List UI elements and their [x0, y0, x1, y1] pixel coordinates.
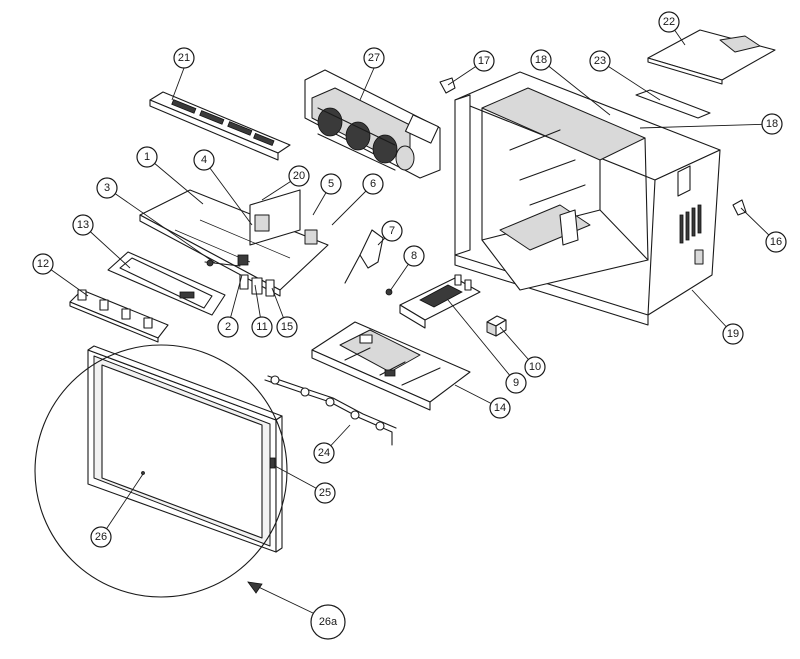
callout-14: 14: [489, 397, 511, 419]
part-19-firebox: [454, 71, 721, 326]
svg-text:26a: 26a: [319, 616, 338, 628]
svg-text:19: 19: [727, 328, 739, 340]
callout-7: 7: [381, 220, 403, 242]
callout-20: 20: [288, 165, 310, 187]
svg-text:22: 22: [663, 16, 675, 28]
svg-text:24: 24: [318, 447, 330, 459]
callout-11: 11: [251, 316, 273, 338]
svg-text:18: 18: [766, 118, 778, 130]
part-16-clip: [732, 199, 747, 216]
callouts: 21 27 1 4 20 5 6 3 13 12 2 11 15 7 8 9 1…: [32, 11, 787, 640]
svg-text:15: 15: [281, 321, 293, 333]
part-26-glass-door: [87, 345, 283, 553]
callout-6: 6: [362, 173, 384, 195]
svg-text:21: 21: [178, 52, 190, 64]
callout-1: 1: [136, 146, 158, 168]
svg-text:16: 16: [770, 236, 782, 248]
svg-text:8: 8: [411, 250, 417, 262]
part-7-bracket: [344, 229, 384, 284]
svg-text:5: 5: [328, 178, 334, 190]
part-24-burner-pipe: [264, 375, 397, 446]
part-23-baffle: [635, 89, 711, 119]
callout-9: 9: [505, 372, 527, 394]
callout-4: 4: [193, 149, 215, 171]
svg-text:1: 1: [144, 151, 150, 163]
svg-text:27: 27: [368, 52, 380, 64]
callout-8: 8: [403, 245, 425, 267]
callout-15: 15: [276, 316, 298, 338]
svg-text:23: 23: [594, 55, 606, 67]
callout-18-top: 18: [530, 49, 552, 71]
callout-26: 26: [90, 526, 112, 548]
svg-text:13: 13: [77, 219, 89, 231]
callout-18-right: 18: [761, 113, 783, 135]
svg-text:7: 7: [389, 225, 395, 237]
part-13-frame: [107, 251, 226, 316]
callout-25: 25: [314, 482, 336, 504]
svg-text:18: 18: [535, 54, 547, 66]
callout-16: 16: [765, 231, 787, 253]
svg-text:3: 3: [104, 182, 110, 194]
callout-24: 24: [313, 442, 335, 464]
callout-12: 12: [32, 253, 54, 275]
callout-13: 13: [72, 214, 94, 236]
svg-text:2: 2: [225, 321, 231, 333]
callout-5: 5: [320, 173, 342, 195]
callout-23: 23: [589, 50, 611, 72]
svg-text:6: 6: [370, 178, 376, 190]
part-14-burner-tray: [311, 321, 471, 411]
svg-text:4: 4: [201, 154, 207, 166]
svg-text:9: 9: [513, 377, 519, 389]
callout-17: 17: [473, 50, 495, 72]
detail-circle-26a: [34, 344, 288, 598]
svg-text:25: 25: [319, 487, 331, 499]
callout-26a: 26a: [310, 604, 346, 640]
part-9-module: [399, 274, 481, 329]
part-22-top-plate: [647, 29, 776, 85]
part-27-blower: [304, 69, 441, 179]
part-12-bracket: [69, 289, 169, 343]
callout-21: 21: [173, 47, 195, 69]
svg-text:26: 26: [95, 531, 107, 543]
svg-text:20: 20: [293, 170, 305, 182]
callout-27: 27: [363, 47, 385, 69]
callout-3: 3: [96, 177, 118, 199]
callout-19: 19: [722, 323, 744, 345]
svg-text:10: 10: [529, 361, 541, 373]
callout-2: 2: [217, 316, 239, 338]
svg-text:17: 17: [478, 55, 490, 67]
part-10-switch: [486, 315, 507, 337]
svg-text:12: 12: [37, 258, 49, 270]
callout-22: 22: [658, 11, 680, 33]
svg-text:14: 14: [494, 402, 506, 414]
part-21-louver-strip: [149, 91, 291, 161]
part-17-clip: [439, 77, 456, 94]
svg-text:11: 11: [256, 321, 267, 333]
callout-10: 10: [524, 356, 546, 378]
